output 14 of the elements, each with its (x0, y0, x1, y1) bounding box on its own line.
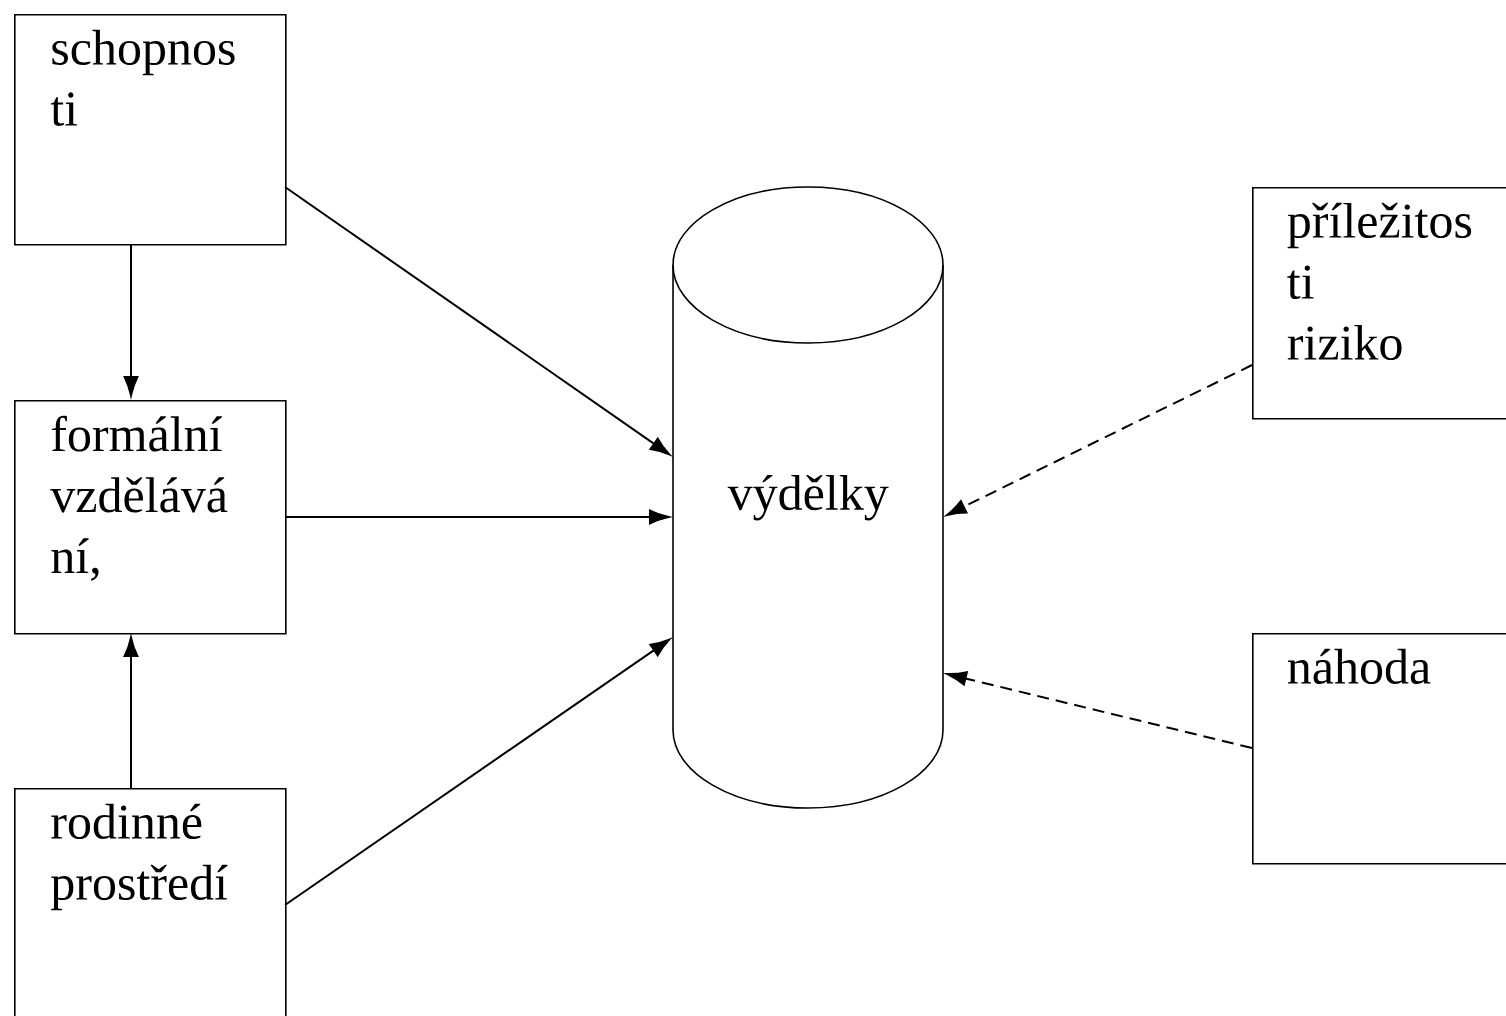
text-box: formální vzdělává ní, (14, 399, 287, 635)
arrow (946, 364, 1253, 516)
text-box: schopnos ti (14, 13, 287, 246)
arrow (123, 243, 139, 397)
arrow (123, 636, 139, 789)
arrow (284, 509, 670, 525)
arrow (284, 638, 671, 906)
arrow (284, 186, 671, 456)
text-box: příležitos ti riziko (1252, 187, 1506, 420)
arrow (946, 671, 1253, 749)
text-box: rodinné prostředí (14, 788, 287, 1016)
cylinder: výdělky (672, 186, 944, 809)
node-label: výdělky (727, 474, 889, 521)
text-box: náhoda (1252, 633, 1506, 865)
